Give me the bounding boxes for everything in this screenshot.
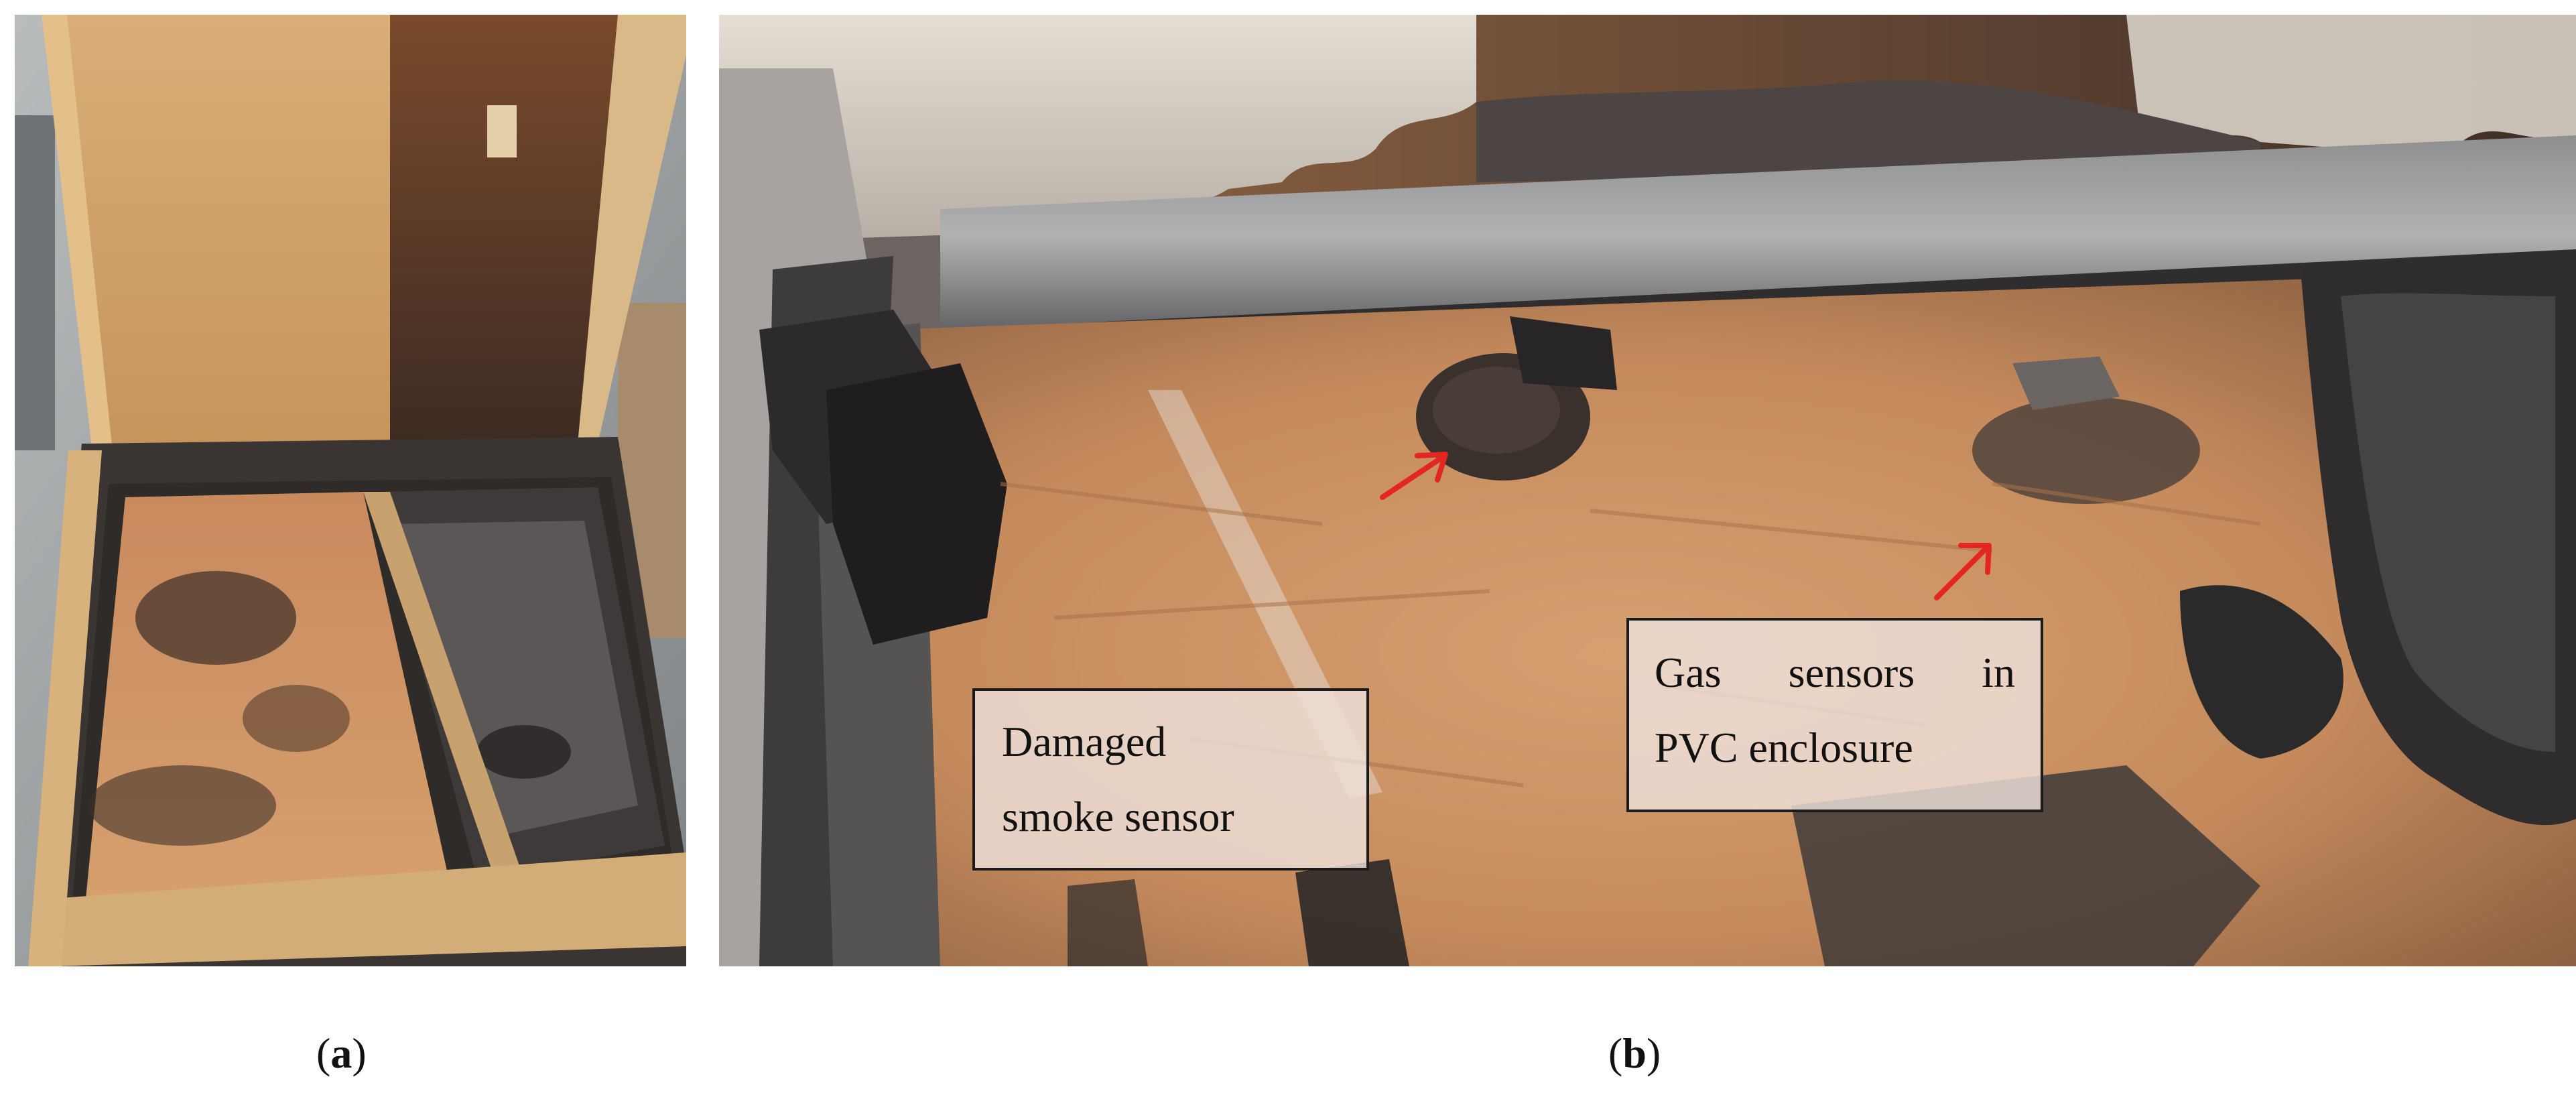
- caption-b-letter: b: [1622, 1029, 1647, 1077]
- photo-panel-b: Damaged smoke sensor Gas sensors in PVC …: [719, 15, 2576, 966]
- gas-sensors-callout: Gas sensors in PVC enclosure: [1626, 618, 2043, 812]
- gas-callout-line-1: Gas sensors in: [1655, 635, 2015, 710]
- caption-b-open: (: [1608, 1029, 1623, 1077]
- caption-panel-b: (b): [1608, 1029, 1661, 1078]
- smoke-sensor-arrow: [1380, 452, 1448, 500]
- caption-a-open: (: [316, 1029, 331, 1077]
- smoke-callout-line-1: Damaged: [1002, 718, 1167, 765]
- gas-callout-word-1: Gas: [1655, 649, 1722, 696]
- gas-callout-word-2: sensors: [1788, 649, 1915, 696]
- gas-callout-word-3: in: [1982, 649, 2015, 696]
- caption-panel-a: (a): [316, 1029, 367, 1078]
- gas-sensors-arrow: [1934, 543, 1992, 600]
- photo-panel-a: [15, 15, 686, 966]
- photo-a-illustration: [15, 15, 686, 966]
- caption-b-close: ): [1646, 1029, 1661, 1077]
- smoke-sensor-callout: Damaged smoke sensor: [972, 688, 1369, 871]
- gas-callout-line-2: PVC enclosure: [1655, 724, 1913, 771]
- caption-a-close: ): [352, 1029, 367, 1077]
- smoke-callout-line-2: smoke sensor: [1002, 793, 1234, 840]
- caption-a-letter: a: [330, 1029, 352, 1077]
